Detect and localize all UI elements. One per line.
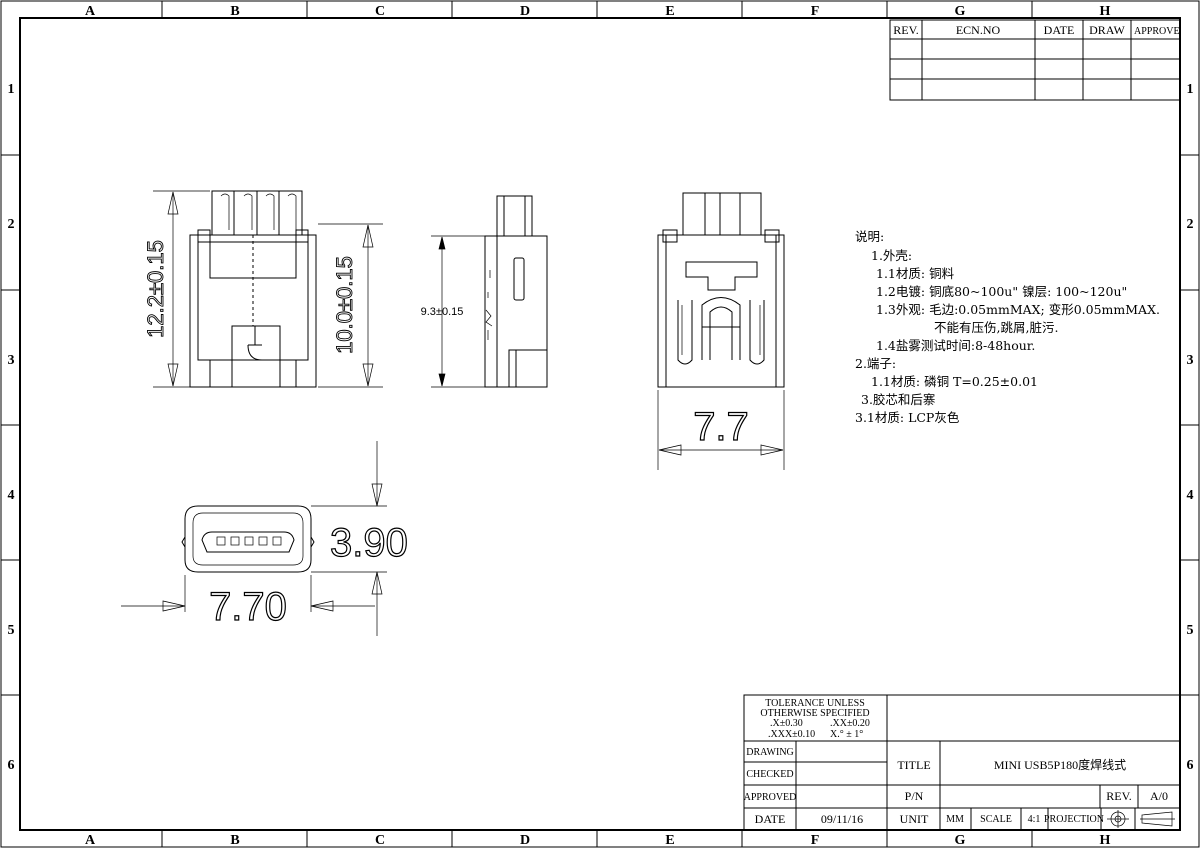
zone-col-g-bottom: G [955,833,966,848]
notes-title: 说明: [855,229,884,244]
dim-front-height-inner: 10.0±0.15 [332,256,357,354]
title-block: TOLERANCE UNLESS OTHERWISE SPECIFIED .X±… [743,694,1181,831]
unit-value: MM [946,814,964,825]
note-line-1: 1.外壳: [871,248,912,263]
front-view: 12.2±0.15 10.0±0.15 [143,190,383,388]
zone-row-1-right: 1 [1187,82,1194,97]
pn-label: P/N [905,789,924,803]
checked-label: CHECKED [746,769,793,780]
dim-top-width: 7.7 [693,405,749,449]
date-label: DATE [755,812,786,826]
rev-value: A/0 [1150,789,1168,803]
approved-label: APPROVED [744,792,797,803]
rev-label: REV. [1106,789,1131,803]
tolerance-x3: .XXX±0.10 [768,729,815,740]
note-line-6: 1.4盐雾测试时间:8-48hour. [876,338,1035,353]
tolerance-angle: X.° ± 1° [830,729,863,740]
zone-col-d-bottom: D [520,833,530,848]
top-view: 7.7 [657,192,785,470]
dim-face-width: 7.70 [209,585,287,629]
zone-row-6-right: 6 [1187,758,1194,773]
zone-col-a-bottom: A [85,833,96,848]
note-line-8: 1.1材质: 磷铜 T=0.25±0.01 [871,374,1038,389]
dim-face-height: 3.90 [330,521,408,565]
zone-row-4: 4 [8,488,15,503]
zone-col-g: G [955,4,966,19]
zone-col-d: D [520,4,530,19]
zone-col-a: A [85,4,96,19]
zone-labels-left: 1 2 3 4 5 6 [8,82,15,773]
notes: 说明: 1.外壳: 1.1材质: 铜料 1.2电镀: 铜底80~100u" 镍层… [855,229,1160,425]
zone-row-4-right: 4 [1187,488,1194,503]
zone-row-2-right: 2 [1187,217,1194,232]
rev-header-date: DATE [1044,23,1075,37]
zone-row-3: 3 [8,353,15,368]
note-line-4: 1.3外观: 毛边:0.05mmMAX; 变形0.05mmMAX. [876,302,1160,317]
zone-col-c-bottom: C [375,833,385,848]
tolerance-line-2: OTHERWISE SPECIFIED [760,708,869,719]
note-line-2: 1.1材质: 铜料 [876,266,955,281]
title-value: MINI USB5P180度焊线式 [994,757,1126,772]
dim-front-height-outer: 12.2±0.15 [143,240,168,338]
zone-col-h-bottom: H [1100,833,1111,848]
zone-row-5: 5 [8,623,15,638]
note-line-9: 3.胶芯和后寨 [861,392,935,407]
note-line-10: 3.1材质: LCP灰色 [855,410,960,425]
rev-header-approve: APPROVE [1134,26,1180,37]
dim-side-height: 9.3±0.15 [421,306,464,318]
zone-row-5-right: 5 [1187,623,1194,638]
zone-labels-right: 1 2 3 4 5 6 [1187,82,1194,773]
zone-col-b-bottom: B [230,833,239,848]
tolerance-x2: .XX±0.20 [830,718,870,729]
scale-value: 4:1 [1028,814,1041,825]
zone-labels-top: A B C D E F G H [85,4,1111,19]
rev-header-ecn: ECN.NO [956,23,1001,37]
zone-col-b: B [230,4,239,19]
side-view: 9.3±0.15 [421,195,548,388]
zone-row-2: 2 [8,217,15,232]
drawing-label: DRAWING [746,747,794,758]
zone-col-f-bottom: F [811,833,820,848]
tolerance-line-1: TOLERANCE UNLESS [765,698,865,709]
zone-col-f: F [811,4,820,19]
note-line-3: 1.2电镀: 铜底80~100u" 镍层: 100~120u" [876,284,1127,299]
zone-row-3-right: 3 [1187,353,1194,368]
projection-symbol-icon [1107,810,1175,828]
title-label: TITLE [897,758,930,772]
zone-col-e: E [665,4,674,19]
tolerance-x1: .X±0.30 [770,718,803,729]
note-line-7: 2.端子: [855,356,896,371]
zone-row-1: 1 [8,82,15,97]
zone-col-e-bottom: E [665,833,674,848]
zone-col-h: H [1100,4,1111,19]
zone-col-c: C [375,4,385,19]
scale-label: SCALE [980,814,1012,825]
revision-table: REV. ECN.NO DATE DRAW APPROVE [889,19,1181,101]
zone-labels-bottom: A B C D E F G H [85,833,1111,848]
rev-header-draw: DRAW [1089,23,1125,37]
note-line-5: 不能有压伤,跳屑,脏污. [934,320,1058,335]
rev-header-rev: REV. [893,23,918,37]
date-value: 09/11/16 [821,812,863,826]
zone-row-6: 6 [8,758,15,773]
projection-label: PROJECTION [1044,814,1104,825]
face-view: 3.90 7.70 [121,441,408,636]
unit-label: UNIT [900,812,929,826]
